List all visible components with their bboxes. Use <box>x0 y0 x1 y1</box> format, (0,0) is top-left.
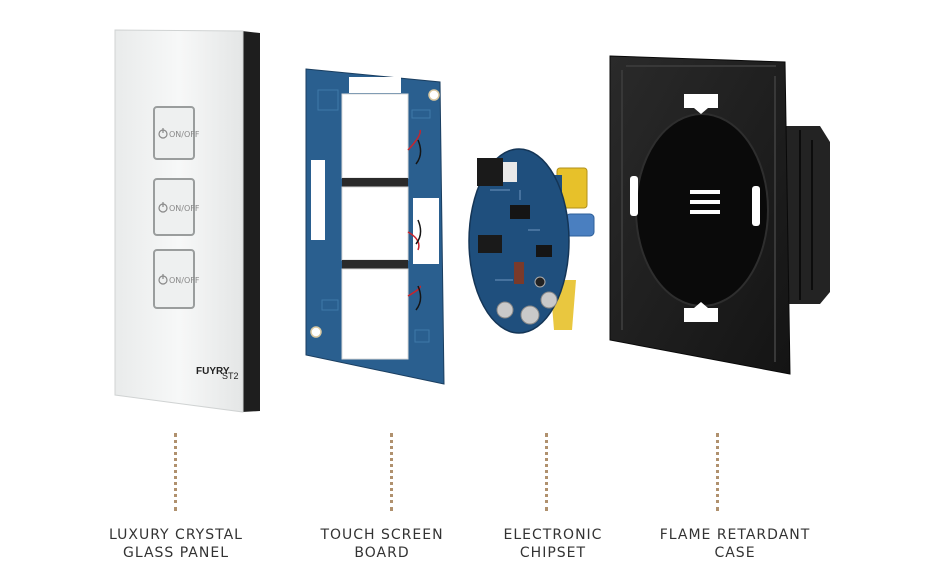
power-icon <box>158 274 168 285</box>
caption-line: LUXURY CRYSTAL <box>109 527 243 543</box>
touch-button-2[interactable]: ON/OFF <box>153 178 200 236</box>
model-label: ST2 <box>222 371 239 381</box>
brand-logo: FUYRY <box>196 366 230 377</box>
caption-line: ELECTRONIC <box>503 527 603 543</box>
power-icon <box>158 202 168 213</box>
touch-pad <box>341 186 409 261</box>
electronic-chipset <box>468 148 595 334</box>
leader-line-touch-board <box>390 433 393 511</box>
button-label: ON/OFF <box>169 204 200 213</box>
mount-hole <box>428 89 440 101</box>
caption-line: FLAME RETARDANT <box>659 527 811 543</box>
power-icon <box>158 128 168 139</box>
flame-retardant-case <box>609 55 830 375</box>
touch-button-1[interactable]: ON/OFF <box>153 106 200 160</box>
case-back-module <box>786 126 830 304</box>
button-label: ON/OFF <box>169 130 200 139</box>
touch-screen-board <box>305 68 445 385</box>
touch-button-3[interactable]: ON/OFF <box>153 249 200 309</box>
caption-line: BOARD <box>354 545 410 561</box>
exploded-view-illustration: ON/OFF ON/OFF ON/OFF FUYRY ST2 <box>114 29 830 413</box>
chipset-pcb <box>468 148 570 334</box>
caption-touch-board: TOUCH SCREEN BOARD <box>292 526 472 562</box>
leader-line-glass-panel <box>174 433 177 511</box>
leader-line-chipset <box>545 433 548 511</box>
caption-line: GLASS PANEL <box>122 545 229 561</box>
touch-pad <box>341 93 409 179</box>
caption-line: CASE <box>714 545 756 561</box>
button-label: ON/OFF <box>169 276 200 285</box>
leader-line-case <box>716 433 719 511</box>
mount-hole <box>310 326 322 338</box>
glass-panel-edge <box>242 31 260 412</box>
caption-case: FLAME RETARDANT CASE <box>645 526 825 562</box>
glass-panel: ON/OFF ON/OFF ON/OFF FUYRY ST2 <box>114 29 260 413</box>
caption-line: TOUCH SCREEN <box>320 527 444 543</box>
caption-chipset: ELECTRONIC CHIPSET <box>463 526 643 562</box>
touch-pad <box>341 268 409 360</box>
caption-line: CHIPSET <box>519 545 587 561</box>
caption-glass-panel: LUXURY CRYSTAL GLASS PANEL <box>86 526 266 562</box>
